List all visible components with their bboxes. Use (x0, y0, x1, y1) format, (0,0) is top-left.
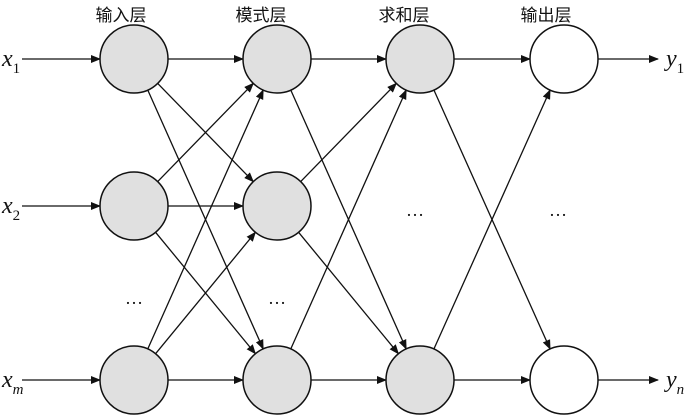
layer-title-output: 输出层 (521, 6, 572, 26)
layer-title-pattern: 模式层 (236, 6, 287, 26)
input-label-x1: x1 (1, 46, 20, 77)
edge-input-pattern (157, 82, 254, 183)
pattern-layer-nodes (242, 24, 312, 415)
pattern-node (242, 24, 312, 94)
summation-layer-nodes (385, 24, 455, 415)
output-label-yn: yn (664, 367, 684, 398)
input-node (99, 171, 169, 241)
edge-pattern-summation (290, 89, 407, 350)
layer-title-input: 输入层 (96, 6, 147, 26)
edge-pattern-summation (298, 231, 400, 355)
input-label-x2: x2 (1, 193, 20, 224)
edge-pattern-summation (300, 82, 397, 183)
input-node (99, 345, 169, 415)
ellipsis-output: … (549, 200, 567, 220)
input-node (99, 24, 169, 94)
output-node (529, 345, 599, 415)
input-layer-nodes (99, 24, 169, 415)
ellipsis-pattern: … (268, 288, 286, 308)
output-node (529, 24, 599, 94)
connections (22, 55, 659, 384)
pattern-node (242, 345, 312, 415)
edge-input-pattern (147, 89, 264, 350)
input-label-xm: xm (1, 367, 24, 398)
layer-title-summation: 求和层 (379, 6, 430, 26)
edge-summation-output (433, 89, 551, 350)
output-layer-nodes (529, 24, 599, 415)
edge-input-pattern (155, 231, 257, 355)
output-label-y1: y1 (664, 46, 684, 77)
summation-node (385, 345, 455, 415)
pattern-node (242, 171, 312, 241)
ellipsis-summation: … (406, 200, 424, 220)
ellipsis-input: … (125, 288, 143, 308)
summation-node (385, 24, 455, 94)
